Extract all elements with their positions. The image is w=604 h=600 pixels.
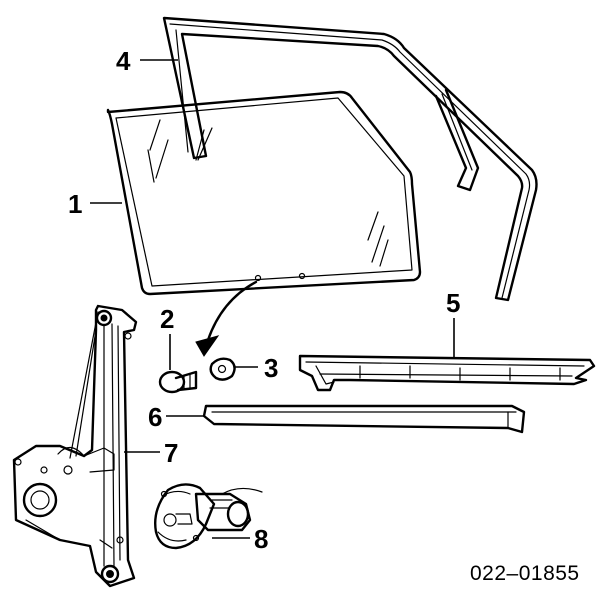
callout-8: 8	[254, 524, 268, 554]
part-4-run-channel	[162, 16, 538, 302]
callout-1: 1	[68, 189, 82, 219]
callout-7: 7	[164, 438, 178, 468]
callout-2: 2	[160, 304, 174, 334]
part-2-bolt	[158, 370, 198, 394]
part-1-door-glass	[106, 90, 422, 296]
callout-6: 6	[148, 402, 162, 432]
callout-3: 3	[264, 353, 278, 383]
mounting-arrow	[195, 280, 258, 357]
callout-5: 5	[446, 288, 460, 318]
callout-4: 4	[116, 46, 131, 76]
part-6-inner-belt-strip	[202, 404, 526, 434]
part-3-nut	[209, 357, 236, 381]
leader-lines	[90, 59, 455, 539]
part-8-motor	[154, 483, 263, 550]
part-7-regulator	[12, 304, 138, 588]
part-5-outer-belt-strip	[298, 354, 596, 392]
diagram-code: 022–01855	[470, 562, 580, 585]
